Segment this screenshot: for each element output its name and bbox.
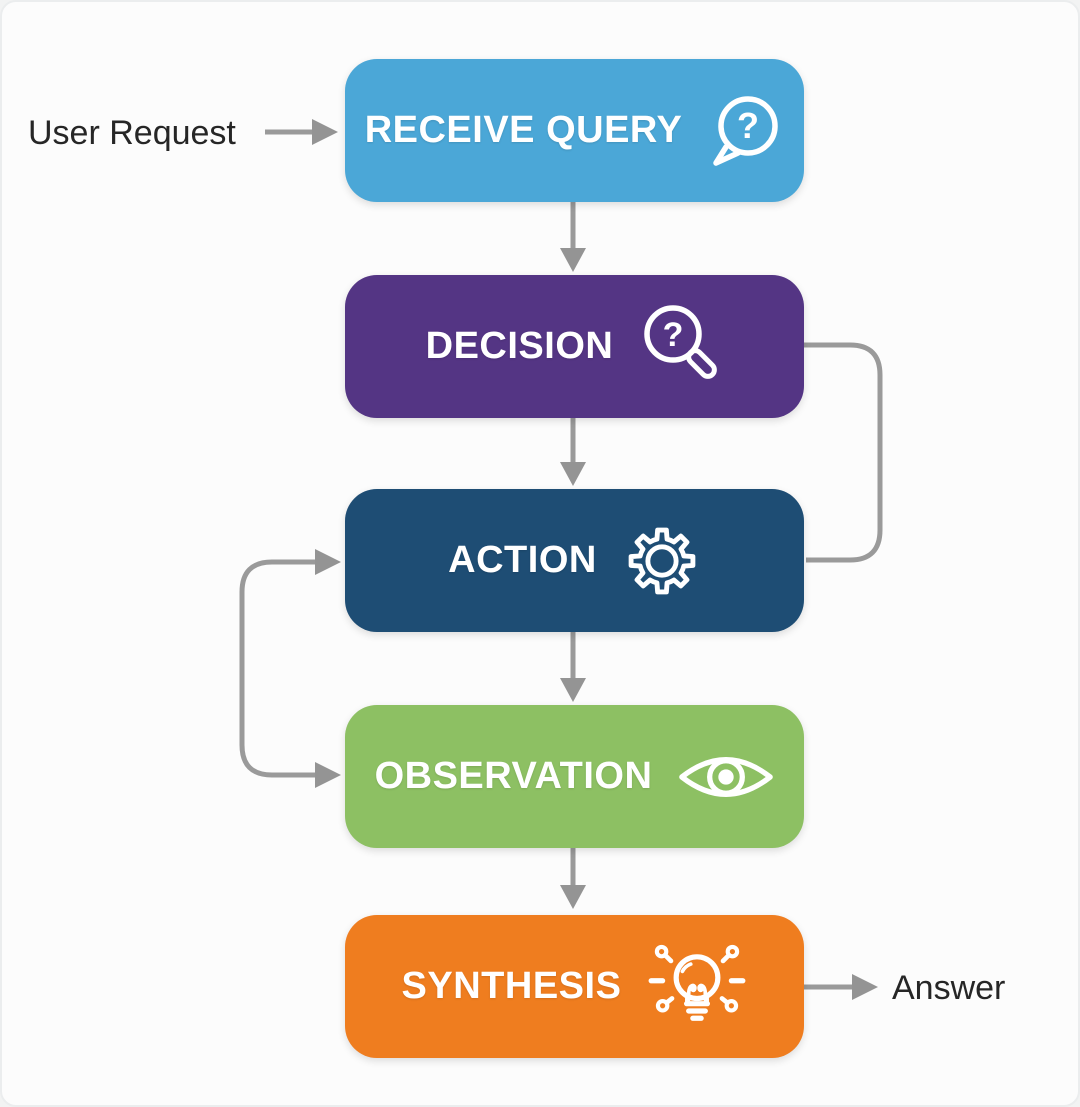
node-label-action: ACTION (448, 539, 597, 581)
arrow-answer (804, 974, 878, 1000)
arrow-observation-to-synthesis (560, 848, 586, 909)
node-label-receive-query: RECEIVE QUERY (364, 109, 683, 151)
node-receive-query: RECEIVE QUERY ? (345, 59, 804, 202)
answer-label: Answer (892, 969, 1006, 1007)
loop-observation-action (239, 549, 341, 788)
idea-bulb-icon (647, 939, 747, 1035)
gear-icon (623, 522, 701, 600)
node-synthesis: SYNTHESIS (345, 915, 804, 1058)
node-decision: DECISION ? (345, 275, 804, 418)
svg-text:?: ? (663, 316, 684, 354)
node-observation: OBSERVATION (345, 705, 804, 848)
arrow-user-request (265, 119, 338, 145)
arrow-receive-to-decision (560, 202, 586, 272)
eye-icon (678, 746, 774, 808)
user-request-label: User Request (28, 114, 236, 152)
node-action: ACTION (345, 489, 804, 632)
search-question-icon: ? (639, 302, 723, 392)
arrow-decision-to-action (560, 418, 586, 486)
node-label-observation: OBSERVATION (374, 755, 653, 797)
svg-text:?: ? (737, 105, 759, 146)
speech-question-icon: ? (708, 93, 784, 169)
node-label-synthesis: SYNTHESIS (401, 965, 622, 1007)
node-label-decision: DECISION (425, 325, 614, 367)
arrow-action-to-observation (560, 632, 586, 702)
elbow-decision-to-action (804, 342, 883, 563)
